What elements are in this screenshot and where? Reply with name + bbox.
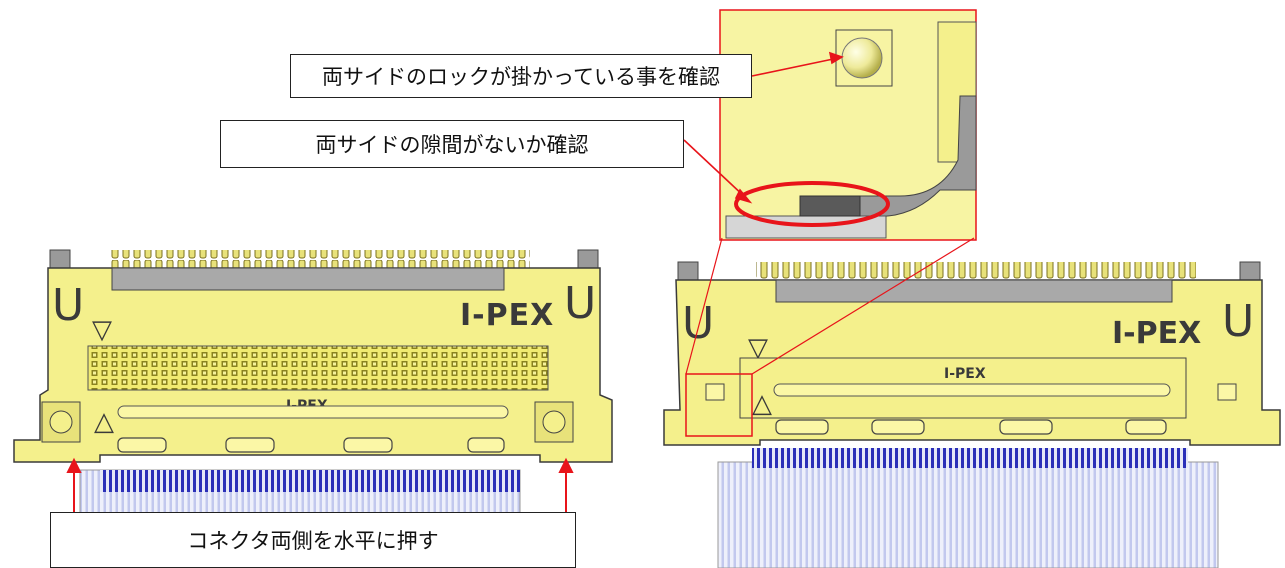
inset-gap-highlight — [734, 181, 890, 227]
right-shell-corner-left — [677, 261, 699, 281]
left-latch-right: U — [564, 278, 596, 329]
left-marker-up: △ — [94, 407, 114, 437]
left-lock-right-ring — [542, 410, 566, 434]
left-top-pins — [110, 250, 530, 270]
right-bottom-tabs — [775, 419, 1167, 435]
zoom-leader-2 — [751, 237, 975, 375]
zoom-source-box — [685, 373, 753, 437]
right-top-bar — [775, 279, 1173, 303]
left-push-arrows — [66, 457, 574, 512]
left-brand: I-PEX — [460, 298, 554, 333]
left-top-bar — [111, 267, 505, 291]
right-marker-up: △ — [752, 389, 772, 419]
right-marker-down: ▽ — [748, 333, 768, 363]
left-cable-contacts — [100, 470, 520, 492]
left-marker-down: ▽ — [92, 315, 112, 345]
left-shell-corner-right — [577, 249, 599, 269]
right-top-pins — [756, 262, 1196, 282]
right-latch-right: U — [1222, 296, 1254, 347]
right-slot — [773, 383, 1171, 397]
zoom-inset — [719, 9, 977, 241]
callout-gap-check: 両サイドの隙間がないか確認 — [220, 120, 684, 168]
right-latch-left: U — [682, 298, 714, 349]
right-brand: I-PEX — [1112, 316, 1201, 351]
inset-lock-ball — [841, 37, 883, 79]
left-slot — [117, 405, 509, 419]
right-cable — [717, 461, 1219, 568]
zoom-leader-1 — [685, 237, 723, 375]
right-cable-contacts — [752, 448, 1188, 468]
left-pin-grid — [87, 345, 549, 391]
left-latch-left: U — [52, 280, 84, 331]
left-lock-left-ring — [49, 410, 73, 434]
right-inner-brand: I-PEX — [944, 366, 986, 382]
inset-gap-part — [799, 195, 861, 217]
left-connector: U U I-PEX ▽ I-PEX △ — [13, 249, 613, 568]
left-shell-corner-left — [49, 249, 71, 269]
right-lock-left — [705, 383, 725, 401]
callout-push-horizontal: コネクタ両側を水平に押す — [50, 512, 576, 568]
right-connector: U U I-PEX ▽ I-PEX △ — [663, 261, 1281, 568]
right-lock-right — [1217, 383, 1237, 401]
callout-lock-check: 両サイドのロックが掛かっている事を確認 — [290, 54, 752, 98]
right-shell-corner-right — [1239, 261, 1261, 281]
callout-arrows — [683, 51, 844, 204]
left-bottom-tabs — [117, 437, 505, 453]
